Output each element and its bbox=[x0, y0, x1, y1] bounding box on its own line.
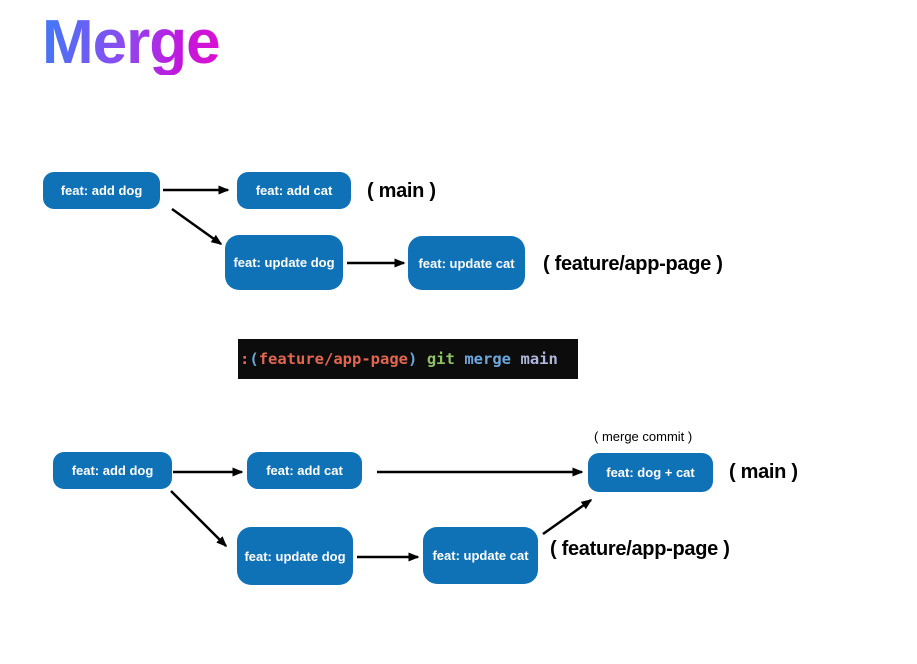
terminal-cmd-git: git bbox=[426, 350, 455, 368]
commit-bottom-update-dog: feat: update dog bbox=[237, 527, 353, 585]
arrow-bottom-updatecat-merge bbox=[542, 498, 593, 536]
commit-bottom-dog-plus-cat: feat: dog + cat bbox=[588, 453, 713, 492]
commit-top-update-cat: feat: update cat bbox=[408, 236, 525, 290]
commit-top-add-cat: feat: add cat bbox=[237, 172, 351, 209]
commit-bottom-add-cat: feat: add cat bbox=[247, 452, 362, 489]
terminal-prompt-colon: : bbox=[240, 350, 250, 368]
terminal-cmd-merge: merge bbox=[464, 350, 512, 368]
commit-top-update-dog: feat: update dog bbox=[225, 235, 343, 290]
commit-bottom-update-cat: feat: update cat bbox=[423, 527, 538, 584]
branch-label-feature-bottom: ( feature/app-page ) bbox=[550, 538, 730, 560]
page-title: Merge bbox=[42, 8, 221, 77]
commit-top-add-dog: feat: add dog bbox=[43, 172, 160, 209]
terminal-branch-name: feature/app-page bbox=[258, 350, 408, 368]
terminal-paren-close: ) bbox=[408, 350, 418, 368]
terminal-cmd-main: main bbox=[520, 350, 558, 368]
arrow-top-adddog-updatedog bbox=[171, 207, 223, 246]
merge-commit-note: ( merge commit ) bbox=[594, 429, 693, 444]
terminal-paren-open: ( bbox=[249, 350, 259, 368]
commit-bottom-add-dog: feat: add dog bbox=[53, 452, 172, 489]
terminal-snippet: : ( feature/app-page ) git merge main bbox=[238, 339, 578, 379]
branch-label-feature-top: ( feature/app-page ) bbox=[543, 253, 723, 275]
arrow-bottom-adddog-updatedog bbox=[170, 490, 228, 548]
branch-label-main-top: ( main ) bbox=[367, 180, 436, 202]
branch-label-main-bottom: ( main ) bbox=[729, 461, 798, 483]
